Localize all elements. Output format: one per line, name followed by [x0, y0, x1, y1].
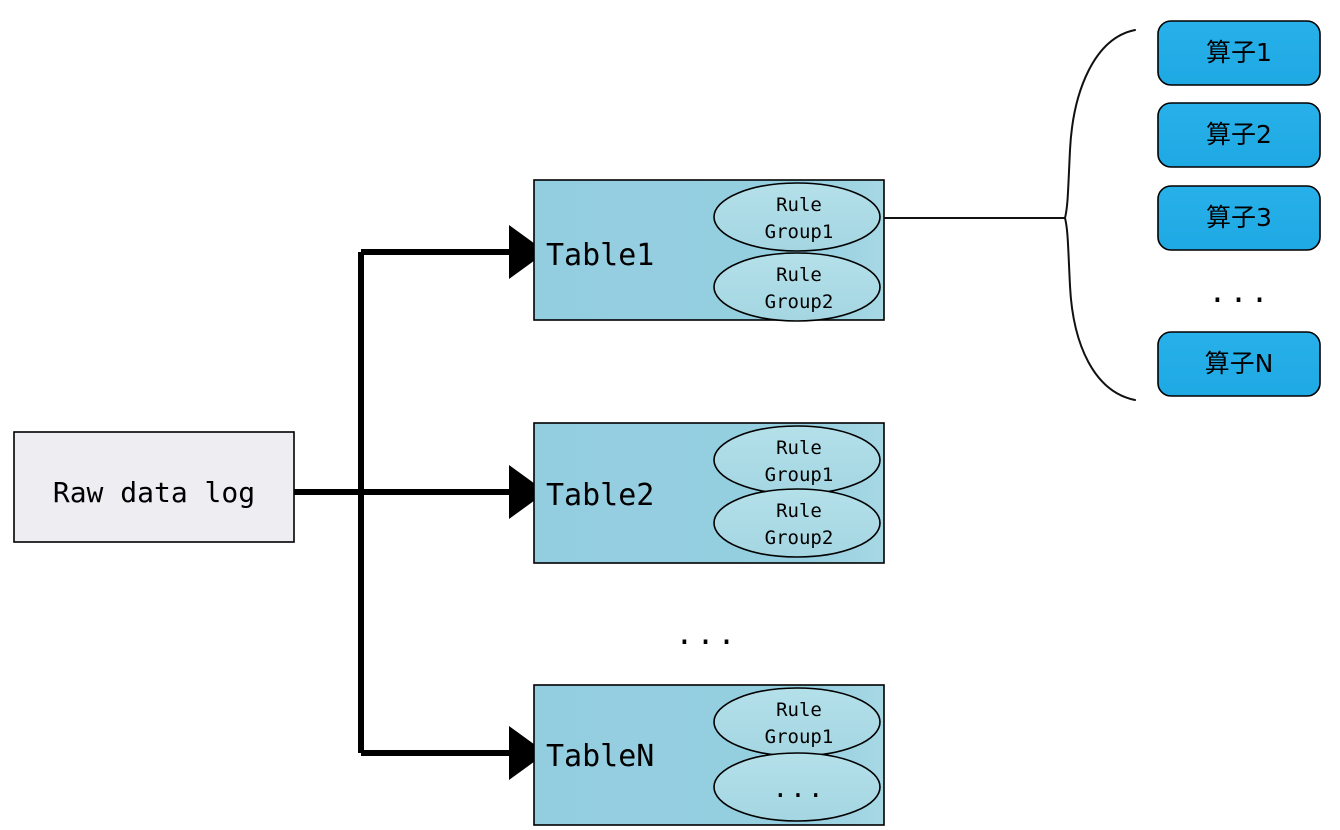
- operator-box: [1157, 20, 1321, 86]
- operator-item-n[interactable]: 算子N: [1157, 331, 1321, 397]
- rule-group-label-line2: Group1: [765, 464, 834, 486]
- rule-group-label-line1: Rule: [776, 264, 822, 286]
- brace-lower-arc: [1064, 217, 1136, 401]
- operator-item-3[interactable]: 算子3: [1157, 185, 1321, 251]
- rule-group-label-line1: Rule: [776, 194, 822, 216]
- brace-upper-arc: [1064, 29, 1136, 219]
- operator-item-2[interactable]: 算子2: [1157, 102, 1321, 168]
- operator-group-brace: [1064, 29, 1136, 401]
- operator-box: [1157, 185, 1321, 251]
- rule-group-label-line1: Rule: [776, 699, 822, 721]
- table1-rule-group-1[interactable]: Rule Group1: [713, 182, 881, 252]
- operator-label: 算子3: [1206, 203, 1272, 232]
- table2-node[interactable]: Table2 Rule Group1 Rule Group2: [533, 422, 885, 564]
- operator-label: 算子N: [1205, 349, 1274, 378]
- operator-box: [1157, 102, 1321, 168]
- rule-group-ellipse: [713, 182, 881, 252]
- rule-group-label-line2: Group2: [765, 527, 834, 549]
- table1-node[interactable]: Table1 Rule Group1 Rule Group2: [533, 179, 885, 322]
- flow-connectors: [294, 225, 547, 780]
- table2-rule-group-1[interactable]: Rule Group1: [713, 425, 881, 495]
- operator-label: 算子2: [1206, 120, 1272, 149]
- tablen-rule-group-1[interactable]: Rule Group1: [713, 687, 881, 757]
- rule-group-label-line2: Group2: [765, 291, 834, 313]
- table2-label: Table2: [546, 478, 654, 513]
- operator-item-1[interactable]: 算子1: [1157, 20, 1321, 86]
- operator-label: 算子1: [1206, 38, 1272, 67]
- tables-ellipsis-label: ...: [675, 617, 738, 652]
- tablen-rule-group-2[interactable]: ...: [713, 752, 881, 822]
- rule-group-ellipse: [713, 752, 881, 822]
- rule-group-label-line1: Rule: [776, 437, 822, 459]
- table1-label: Table1: [546, 238, 654, 273]
- operator-box: [1157, 331, 1321, 397]
- tablen-label: TableN: [546, 739, 654, 774]
- raw-data-log-label: Raw data log: [53, 476, 255, 509]
- operators-ellipsis-label: ...: [1208, 275, 1271, 310]
- rule-group-ellipsis-label: ...: [773, 774, 826, 804]
- raw-data-log-box: [13, 431, 295, 543]
- operator-list: 算子1 算子2 算子3 ... 算子N: [1157, 20, 1321, 397]
- rule-group-label-line2: Group1: [765, 221, 834, 243]
- table2-rule-group-2[interactable]: Rule Group2: [713, 488, 881, 558]
- tablen-node[interactable]: TableN Rule Group1 ...: [533, 684, 885, 826]
- rule-group-label-line1: Rule: [776, 500, 822, 522]
- rule-group-label-line2: Group1: [765, 726, 834, 748]
- rule-group-ellipse: [713, 252, 881, 322]
- raw-data-log-node[interactable]: Raw data log: [13, 431, 295, 543]
- table1-rule-group-2[interactable]: Rule Group2: [713, 252, 881, 322]
- rule-group-ellipse: [713, 488, 881, 558]
